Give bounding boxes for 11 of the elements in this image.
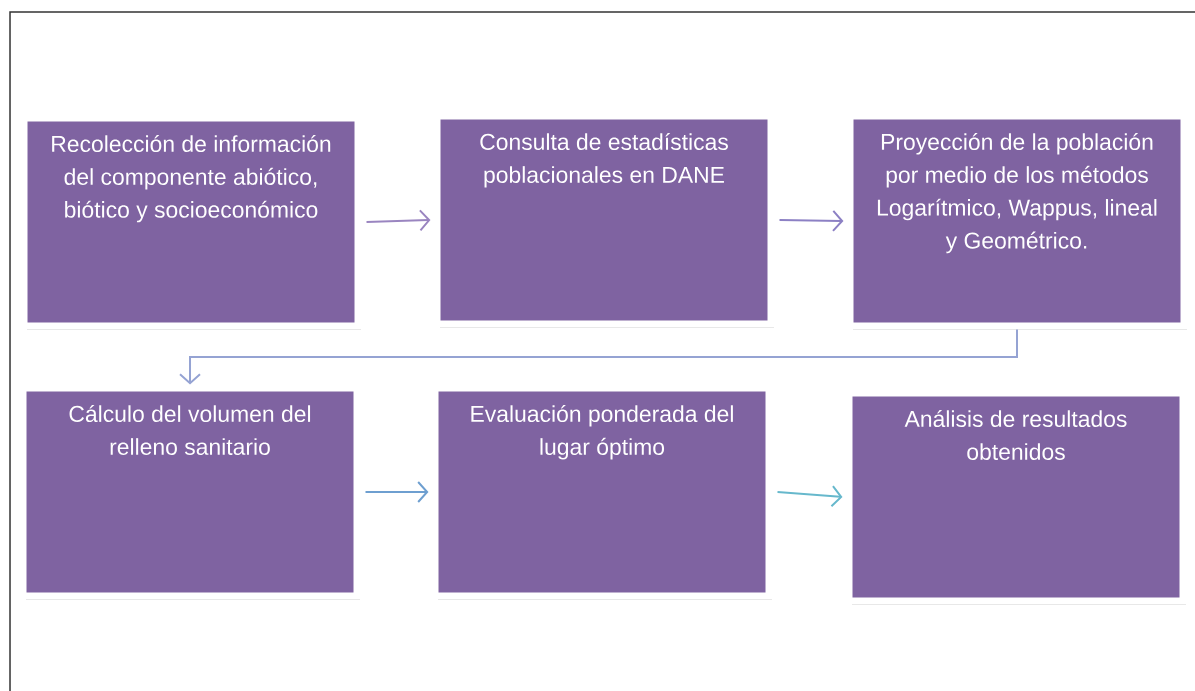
process-box: Consulta de estadísticas poblacionales en DANE (433, 112, 775, 328)
arrow (364, 481, 429, 503)
arrow (365, 209, 431, 232)
process-box: Proyección de la población por medio de los métodos Logarítmico, Wappus, lineal y Geométrico. (846, 112, 1188, 330)
process-box: Evaluación ponderada del lugar óptimo (431, 384, 773, 600)
arrow (778, 209, 844, 232)
process-box: Cálculo del volumen del relleno sanitario (19, 384, 361, 600)
arrow (179, 328, 1018, 385)
arrow (776, 485, 843, 508)
process-box: Recolección de información del componente abiótico, biótico y socioeconómico (20, 114, 362, 330)
process-box: Análisis de resultados obtenidos (845, 389, 1187, 605)
